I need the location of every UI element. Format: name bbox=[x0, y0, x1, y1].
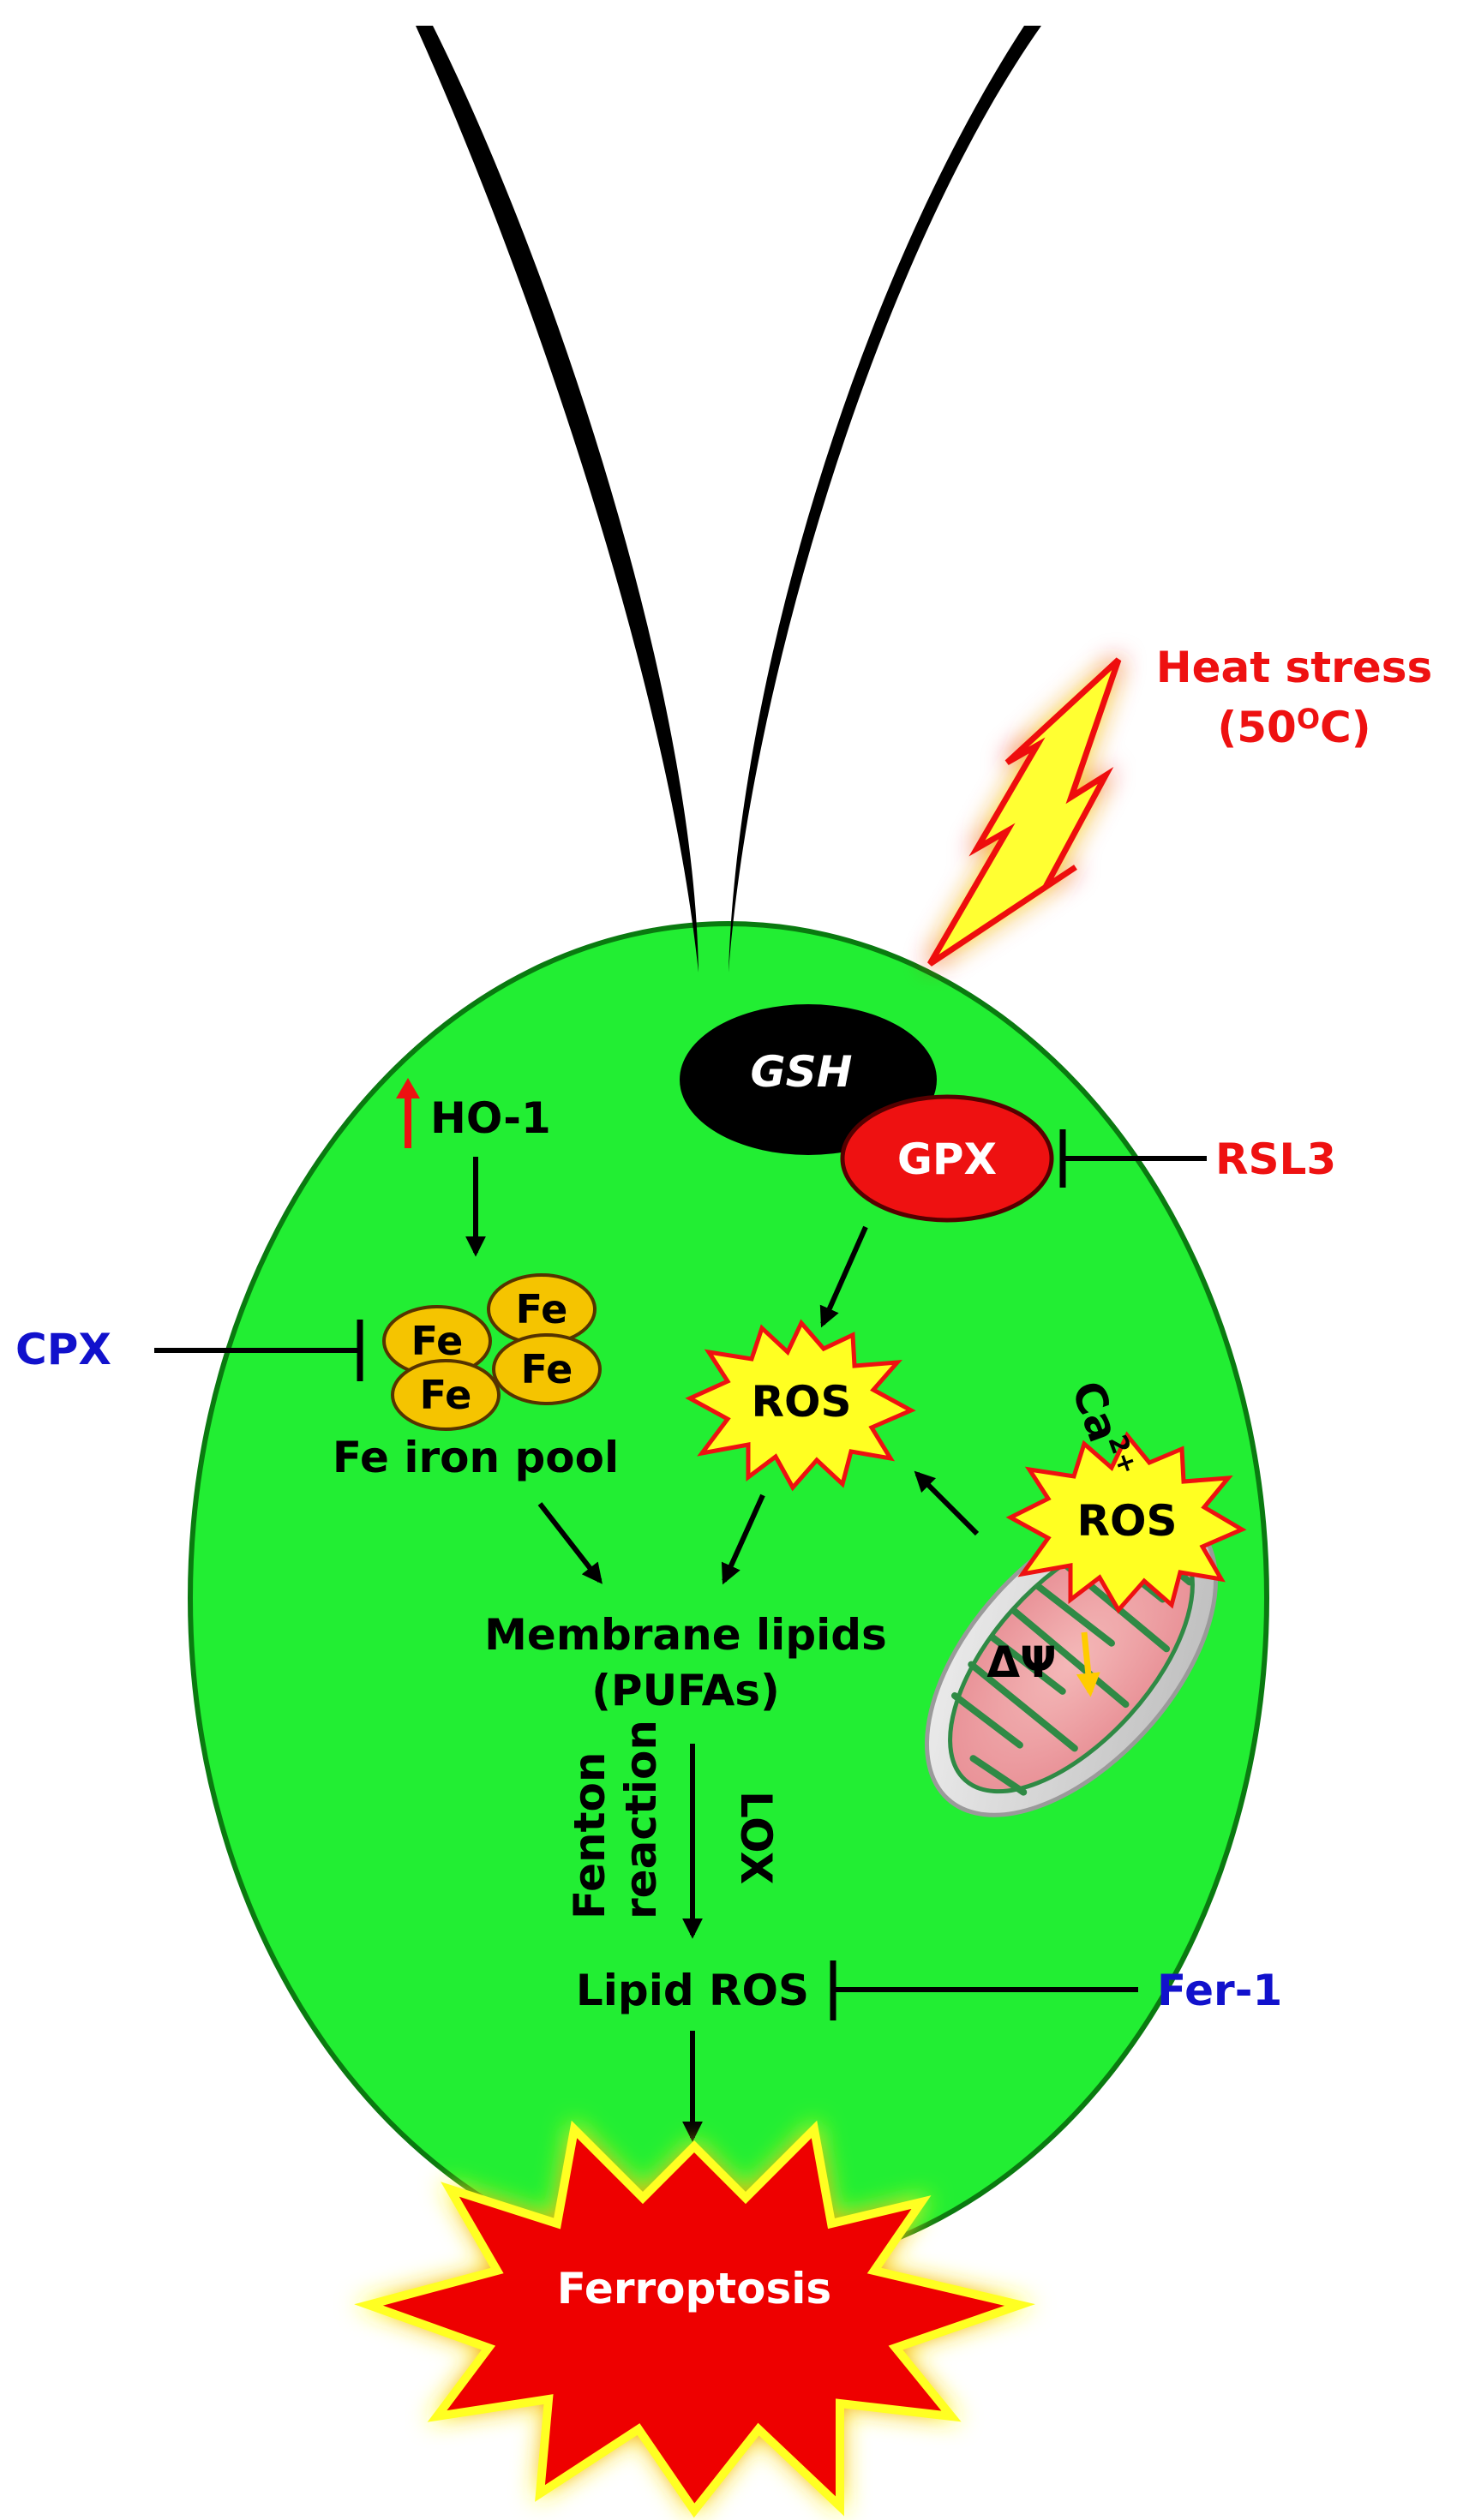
ros-to-lipids-arrow bbox=[721, 1493, 765, 1585]
ho1-up-arrow-head bbox=[396, 1078, 420, 1098]
heat-stress-temp: (50OC) bbox=[1217, 703, 1370, 752]
fe-pool-label: Fe iron pool bbox=[333, 1433, 619, 1482]
heat-stress-label: Heat stress bbox=[1156, 643, 1433, 692]
rsl3-label: RSL3 bbox=[1215, 1134, 1336, 1184]
fe-ion bbox=[492, 1333, 602, 1405]
pufas-label: (PUFAs) bbox=[591, 1666, 780, 1715]
mito-ros-label: ROS bbox=[1076, 1496, 1177, 1546]
fe-label: Fe bbox=[411, 1318, 464, 1364]
mito-ros-burst-icon bbox=[1005, 1431, 1247, 1614]
left-flagellum bbox=[416, 26, 699, 973]
delta-psi-down-arrow-icon bbox=[1076, 1631, 1100, 1697]
lox-label: LOX bbox=[731, 1791, 781, 1884]
cpx-label: CPX bbox=[15, 1325, 111, 1374]
lipid-ros-label: Lipid ROS bbox=[576, 1966, 809, 2015]
fenton-label: Fenton bbox=[565, 1752, 615, 1919]
fe-ion bbox=[391, 1359, 501, 1431]
ferroptosis-label: Ferroptosis bbox=[557, 2264, 831, 2313]
membrane-lipids-label: Membrane lipids bbox=[484, 1610, 887, 1660]
gpx-label: GPX bbox=[897, 1134, 997, 1184]
fe-label: Fe bbox=[521, 1346, 573, 1392]
ros-burst-icon bbox=[685, 1319, 916, 1492]
fe-label: Fe bbox=[516, 1286, 568, 1332]
fer1-label: Fer-1 bbox=[1157, 1966, 1282, 2015]
delta-psi-label: ΔΨ bbox=[986, 1637, 1056, 1687]
gpx-ellipse bbox=[840, 1094, 1054, 1223]
ros-label: ROS bbox=[751, 1377, 851, 1427]
mito-ros-to-ros-arrow bbox=[914, 1470, 980, 1536]
ho1-label: HO-1 bbox=[430, 1093, 551, 1143]
fe-to-lipids-arrow bbox=[537, 1502, 603, 1584]
gpx-to-ros-arrow bbox=[819, 1225, 868, 1328]
gsh-label: GSH bbox=[751, 1047, 853, 1097]
fe-iron-pool: Fe Fe Fe Fe bbox=[382, 1273, 602, 1431]
lightning-bolt-icon bbox=[926, 657, 1122, 967]
ferroptosis-burst-icon bbox=[354, 2120, 1035, 2518]
fe-label: Fe bbox=[420, 1372, 472, 1418]
reaction-label: reaction bbox=[616, 1720, 666, 1919]
